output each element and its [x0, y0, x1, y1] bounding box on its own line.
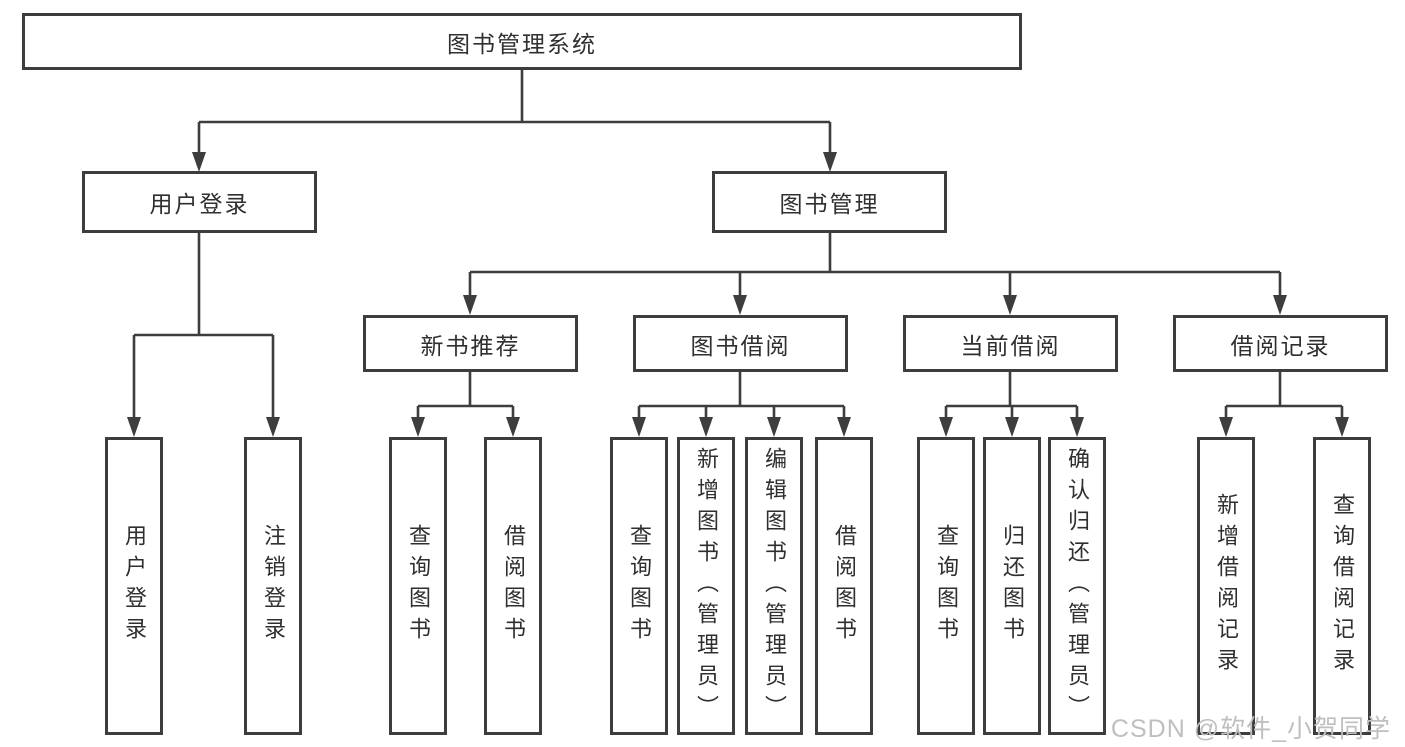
connector-user-login: [132, 233, 275, 421]
arrow-down-icon: [1335, 417, 1349, 437]
arrow-down-icon: [266, 417, 280, 437]
connector-current-borrowing: [944, 372, 1079, 421]
arrow-down-icon: [463, 295, 477, 315]
connector-book-borrowing: [637, 372, 846, 421]
arrow-down-icon: [699, 417, 713, 437]
connector-borrow-records: [1224, 372, 1344, 421]
node-user-login: 用户登录: [82, 171, 317, 233]
leaf-query-books-current: 查询图书: [917, 437, 975, 735]
arrow-down-icon: [733, 295, 747, 315]
leaf-borrow-books-recommend: 借阅图书: [484, 437, 542, 735]
arrow-down-icon: [837, 417, 851, 437]
node-book-management: 图书管理: [712, 171, 947, 233]
leaf-add-books-admin: 新增图书（管理员）: [677, 437, 735, 735]
connector-new-book-recommend: [416, 372, 515, 421]
arrow-down-icon: [1219, 417, 1233, 437]
leaf-return-books: 归还图书: [983, 437, 1041, 735]
node-root: 图书管理系统: [22, 13, 1022, 70]
leaf-query-borrow-record: 查询借阅记录: [1313, 437, 1371, 735]
leaf-confirm-return-admin: 确认归还（管理员）: [1048, 437, 1106, 735]
arrow-down-icon: [411, 417, 425, 437]
node-new-book-recommend: 新书推荐: [363, 315, 578, 372]
arrow-down-icon: [192, 152, 206, 172]
watermark: CSDN @软件_小贺同学: [1110, 715, 1391, 743]
arrowheads: [127, 152, 1349, 437]
arrow-down-icon: [1070, 417, 1084, 437]
connector-root: [197, 70, 832, 156]
arrow-down-icon: [939, 417, 953, 437]
leaf-user-login: 用户登录: [105, 437, 163, 735]
leaf-borrow-books-borrowing: 借阅图书: [815, 437, 873, 735]
leaf-logout-login: 注销登录: [244, 437, 302, 735]
arrow-down-icon: [1005, 417, 1019, 437]
arrow-down-icon: [1273, 295, 1287, 315]
node-book-borrowing: 图书借阅: [633, 315, 848, 372]
node-borrow-records: 借阅记录: [1173, 315, 1388, 372]
arrow-down-icon: [632, 417, 646, 437]
leaf-add-borrow-record: 新增借阅记录: [1197, 437, 1255, 735]
arrow-down-icon: [506, 417, 520, 437]
leaf-query-books-borrowing: 查询图书: [610, 437, 668, 735]
leaf-query-books-recommend: 查询图书: [389, 437, 447, 735]
arrow-down-icon: [127, 417, 141, 437]
node-current-borrowing: 当前借阅: [903, 315, 1118, 372]
arrow-down-icon: [767, 417, 781, 437]
leaf-edit-books-admin: 编辑图书（管理员）: [745, 437, 803, 735]
arrow-down-icon: [1003, 295, 1017, 315]
connector-book-management: [468, 233, 1282, 299]
arrow-down-icon: [823, 152, 837, 172]
